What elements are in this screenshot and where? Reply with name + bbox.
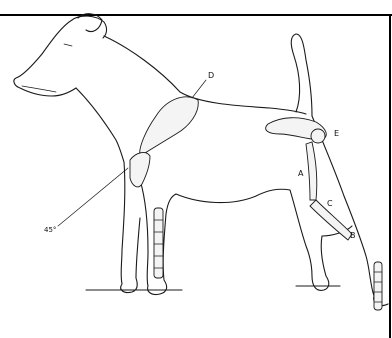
angle-leader-line (58, 168, 128, 226)
dog-back-outline (104, 36, 306, 114)
femur-bone (306, 142, 317, 200)
dog-tail (291, 34, 312, 116)
rear-leg-left (290, 190, 329, 290)
radius-bone (154, 208, 163, 278)
dog-chest-outline (76, 88, 124, 162)
label-c: C (327, 199, 333, 208)
dog-head-outline (14, 16, 107, 96)
hip-joint (311, 129, 325, 143)
label-e: E (334, 129, 339, 138)
label-a: A (298, 169, 304, 178)
metatarsal-bone (374, 262, 382, 310)
scapula-bone (140, 97, 199, 156)
label-angle: 45° (44, 226, 56, 234)
label-d: D (208, 71, 214, 80)
label-d-leader (192, 80, 206, 98)
humerus-bone (130, 153, 150, 187)
label-b: B (350, 231, 356, 240)
dog-belly-outline (176, 189, 290, 202)
dog-eye (64, 44, 72, 46)
